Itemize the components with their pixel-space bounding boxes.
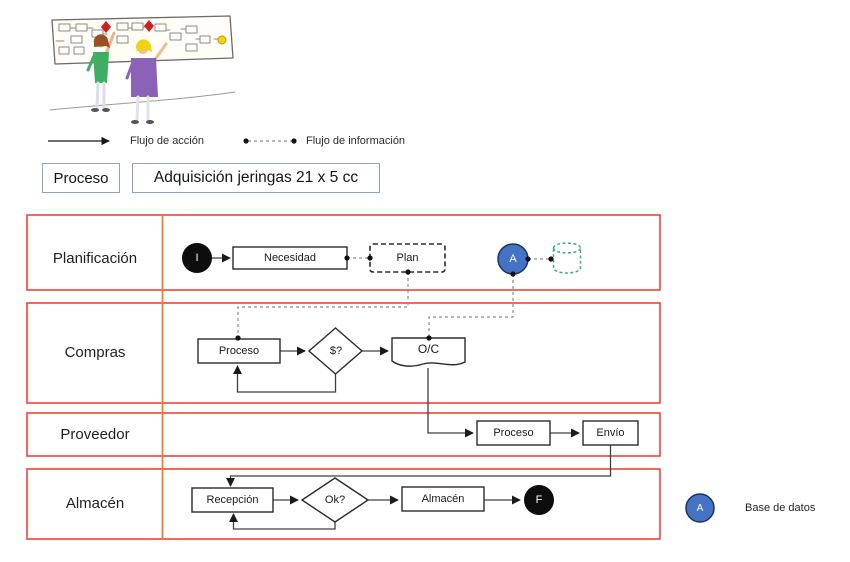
lane-proveedor-frame xyxy=(26,412,661,457)
almacen-label: Almacén xyxy=(421,493,465,505)
connector-oc-proveedor xyxy=(427,368,474,438)
compras-proceso-box xyxy=(197,338,281,364)
database-legend-symbol: A xyxy=(696,502,704,514)
legend-information-line xyxy=(243,138,297,144)
proveedor-proceso-label: Proceso xyxy=(493,427,534,439)
budget-decision-label: $? xyxy=(329,345,343,357)
connector-decision-loop xyxy=(232,365,337,393)
connector-plan-proceso xyxy=(237,272,409,336)
start-circle-label: I xyxy=(195,252,199,264)
connector-a-oc xyxy=(428,274,514,336)
people-whiteboard-illustration xyxy=(49,15,236,124)
ok-decision-label: Ok? xyxy=(324,494,346,506)
envio-label: Envío xyxy=(596,427,625,439)
almacen-box xyxy=(401,486,485,512)
person-left xyxy=(86,31,116,112)
connector-envio-recepcion xyxy=(225,445,612,487)
lane-label-compras: Compras xyxy=(64,343,126,361)
process-title-box: Proceso xyxy=(42,163,120,193)
person-right xyxy=(125,39,168,124)
database-circle-label: A xyxy=(509,253,517,265)
sketch-red-diamond xyxy=(144,20,154,32)
connector-ok-loop xyxy=(228,513,336,530)
ok-decision-diamond xyxy=(300,477,370,523)
legend-information-flow-label: Flujo de información xyxy=(306,135,406,147)
necesidad-label: Necesidad xyxy=(264,252,316,264)
lane-label-proveedor: Proveedor xyxy=(60,425,130,443)
envio-box xyxy=(582,420,639,446)
proveedor-proceso-box xyxy=(476,420,551,446)
end-circle xyxy=(524,485,554,515)
info-flow-dots xyxy=(235,255,554,341)
lane-almacen-frame xyxy=(26,468,661,540)
plan-label: Plan xyxy=(396,252,419,264)
recepcion-box xyxy=(191,487,274,513)
sketch-yellow-end xyxy=(217,35,227,45)
database-legend-label: Base de datos xyxy=(745,502,816,514)
legend-action-flow-label: Flujo de acción xyxy=(130,135,204,147)
compras-proceso-label: Proceso xyxy=(218,345,260,357)
database-legend-circle xyxy=(685,493,715,523)
start-circle xyxy=(182,243,212,273)
database-cylinder-icon xyxy=(552,242,582,274)
sketch-red-diamond xyxy=(101,21,111,33)
lane-compras-frame xyxy=(26,302,661,404)
budget-decision-diamond xyxy=(307,327,364,375)
recepcion-label: Recepción xyxy=(206,494,259,506)
lane-label-almacen: Almacén xyxy=(65,494,125,512)
lane-planificacion-frame xyxy=(26,214,661,291)
process-name-box: Adquisición jeringas 21 x 5 cc xyxy=(132,163,380,193)
end-circle-label: F xyxy=(535,494,543,506)
lane-label-planificacion: Planificación xyxy=(52,249,138,267)
orden-compra-label: O/C xyxy=(417,342,440,356)
orden-compra-document xyxy=(391,337,466,367)
